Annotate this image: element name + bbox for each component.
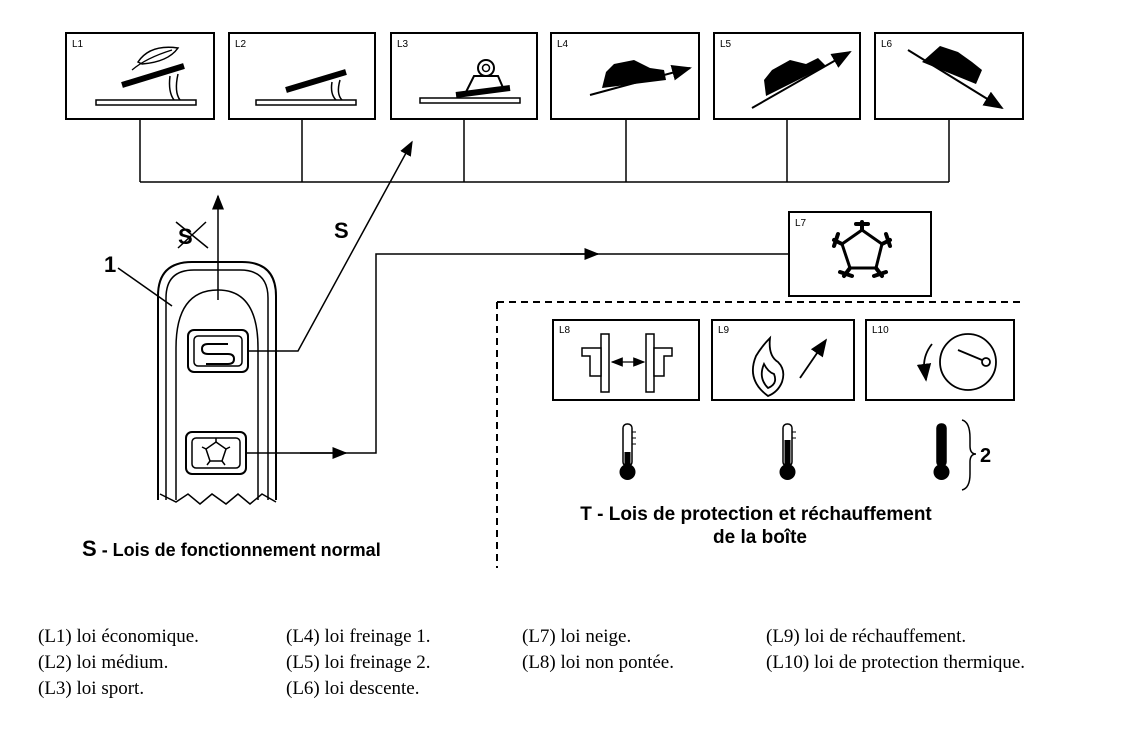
panel-l1: L1 xyxy=(65,32,215,120)
panel-l1-label: L1 xyxy=(72,39,84,50)
snow-button xyxy=(185,431,247,475)
thermometer-medium-icon xyxy=(779,423,796,480)
legend-l4: (L4) loi freinage 1. xyxy=(286,626,431,647)
legend-l1: (L1) loi économique. xyxy=(38,626,199,647)
thermometer-high-icon xyxy=(933,423,950,480)
mode-selector xyxy=(157,261,277,505)
selector-leader-line xyxy=(117,267,173,307)
panel-l3: L3 xyxy=(390,32,538,120)
sport-arrow xyxy=(248,140,413,352)
snowflake-icon xyxy=(832,220,892,278)
legend-l5: (L5) loi freinage 2. xyxy=(286,652,431,673)
panel-l9: L9 xyxy=(711,319,855,401)
protection-laws-title-line1: T - Lois de protection et réchauffement xyxy=(580,504,932,525)
legend-l9: (L9) loi de réchauffement. xyxy=(766,626,967,647)
panel-l2-label: L2 xyxy=(235,39,247,50)
snowflake-small-icon xyxy=(201,438,231,466)
pedal-weight-icon xyxy=(419,59,521,104)
car-steep-uphill-icon xyxy=(751,51,852,109)
s-crossed-label: S xyxy=(178,224,193,249)
pedal-icon xyxy=(255,69,357,106)
panel-l6: L6 xyxy=(874,32,1024,120)
panel-l7: L7 xyxy=(788,211,932,297)
thermometer-group-brace xyxy=(961,419,977,491)
panel-l2: L2 xyxy=(228,32,376,120)
normal-laws-text: - Lois de fonctionnement normal xyxy=(97,540,381,560)
gauge-icon xyxy=(916,333,997,391)
normal-laws-title: S - Lois de fonctionnement normal xyxy=(82,536,381,561)
panel-l8-label: L8 xyxy=(559,325,571,336)
car-downhill-icon xyxy=(907,46,1004,110)
legend-l7: (L7) loi neige. xyxy=(522,626,632,647)
protection-laws-title-line2: de la boîte xyxy=(713,527,807,548)
normal-laws-letter: S xyxy=(82,536,97,561)
snow-connector xyxy=(246,253,598,454)
top-connector xyxy=(139,119,950,183)
panel-l7-label: L7 xyxy=(795,218,807,229)
flame-icon xyxy=(752,335,828,398)
legend-l6: (L6) loi descente. xyxy=(286,678,420,699)
protection-zone-border xyxy=(496,301,1022,568)
car-uphill-icon xyxy=(589,60,692,96)
sport-button xyxy=(187,329,249,373)
legend-l3: (L3) loi sport. xyxy=(38,678,145,699)
panel-l10-label: L10 xyxy=(872,325,889,336)
pedal-leaf-icon xyxy=(95,46,197,106)
selector-number-label: 1 xyxy=(104,252,116,277)
panel-l6-label: L6 xyxy=(881,39,893,50)
panel-l3-label: L3 xyxy=(397,39,409,50)
legend-l10: (L10) loi de protection thermique. xyxy=(766,652,1026,673)
cross-icon xyxy=(175,221,209,249)
thermometer-group-label: 2 xyxy=(980,445,991,467)
panel-l5: L5 xyxy=(713,32,861,120)
panel-l4: L4 xyxy=(550,32,700,120)
thermometer-low-icon xyxy=(619,423,636,480)
panel-l8: L8 xyxy=(552,319,700,401)
panel-l9-label: L9 xyxy=(718,325,730,336)
legend-l2: (L2) loi médium. xyxy=(38,652,169,673)
panel-l4-label: L4 xyxy=(557,39,569,50)
panel-l10: L10 xyxy=(865,319,1015,401)
panel-l5-label: L5 xyxy=(720,39,732,50)
legend-l8: (L8) loi non pontée. xyxy=(522,652,674,673)
unlocked-clutch-icon xyxy=(581,333,673,393)
s-arrow-label: S xyxy=(334,218,349,243)
